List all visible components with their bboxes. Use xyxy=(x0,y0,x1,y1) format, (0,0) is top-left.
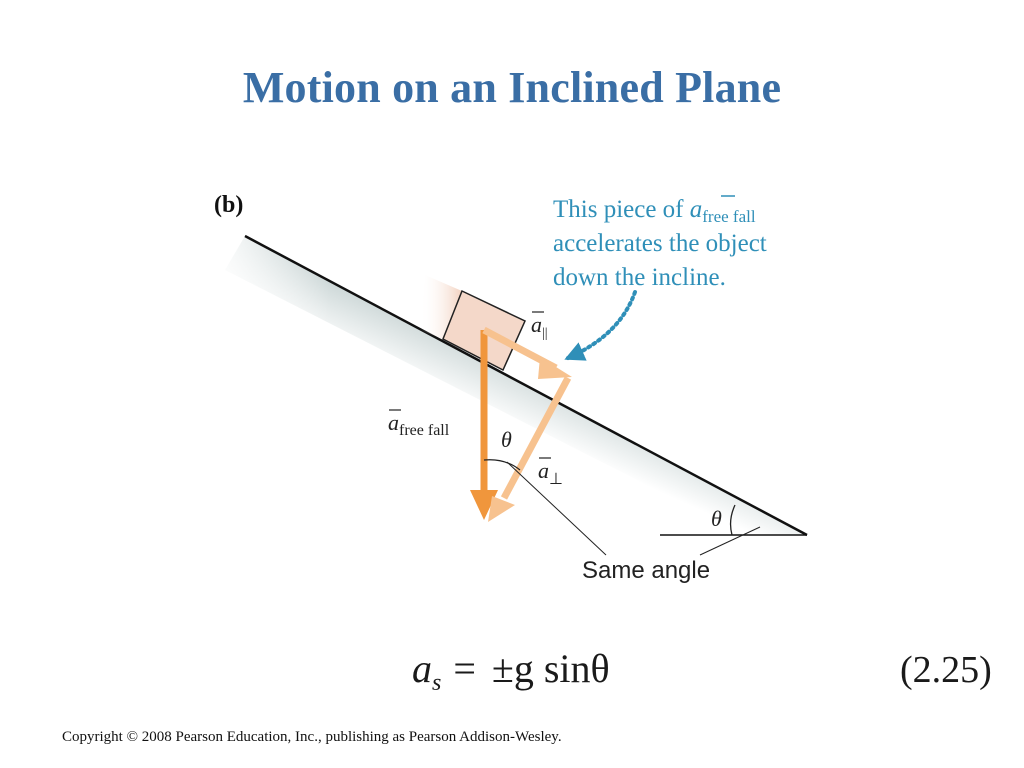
a-freefall-label: afree fall xyxy=(388,410,450,439)
theta-vertex-label: θ xyxy=(501,427,512,452)
a-perp-arrowhead xyxy=(488,496,515,522)
panel-label: (b) xyxy=(214,192,243,218)
a-parallel-label: a|| xyxy=(531,312,548,341)
base-angle-arc xyxy=(729,504,736,536)
a-perp-label: a⊥ xyxy=(538,458,563,488)
motion-trail xyxy=(420,275,462,339)
theta-base-label: θ xyxy=(711,506,722,531)
a-parallel-arrowhead xyxy=(538,357,572,379)
vertex-angle-arc xyxy=(483,459,521,471)
incline-top-edge xyxy=(244,234,808,537)
copyright-footer: Copyright © 2008 Pearson Education, Inc.… xyxy=(62,729,562,745)
same-angle-label: Same angle xyxy=(582,557,710,584)
equation-number: (2.25) xyxy=(900,649,992,691)
slide-title: Motion on an Inclined Plane xyxy=(242,63,782,112)
same-angle-leader-1 xyxy=(506,461,607,556)
a-perp-arrow-shaft xyxy=(500,376,572,500)
equation: as=±g sinθ xyxy=(412,646,610,696)
same-angle-leader-2 xyxy=(699,526,761,556)
incline-surface xyxy=(225,236,807,535)
callout-arrow xyxy=(564,290,637,361)
a-freefall-arrowhead xyxy=(470,490,498,520)
callout-text: This piece of afree fall accelerates the… xyxy=(553,196,773,291)
